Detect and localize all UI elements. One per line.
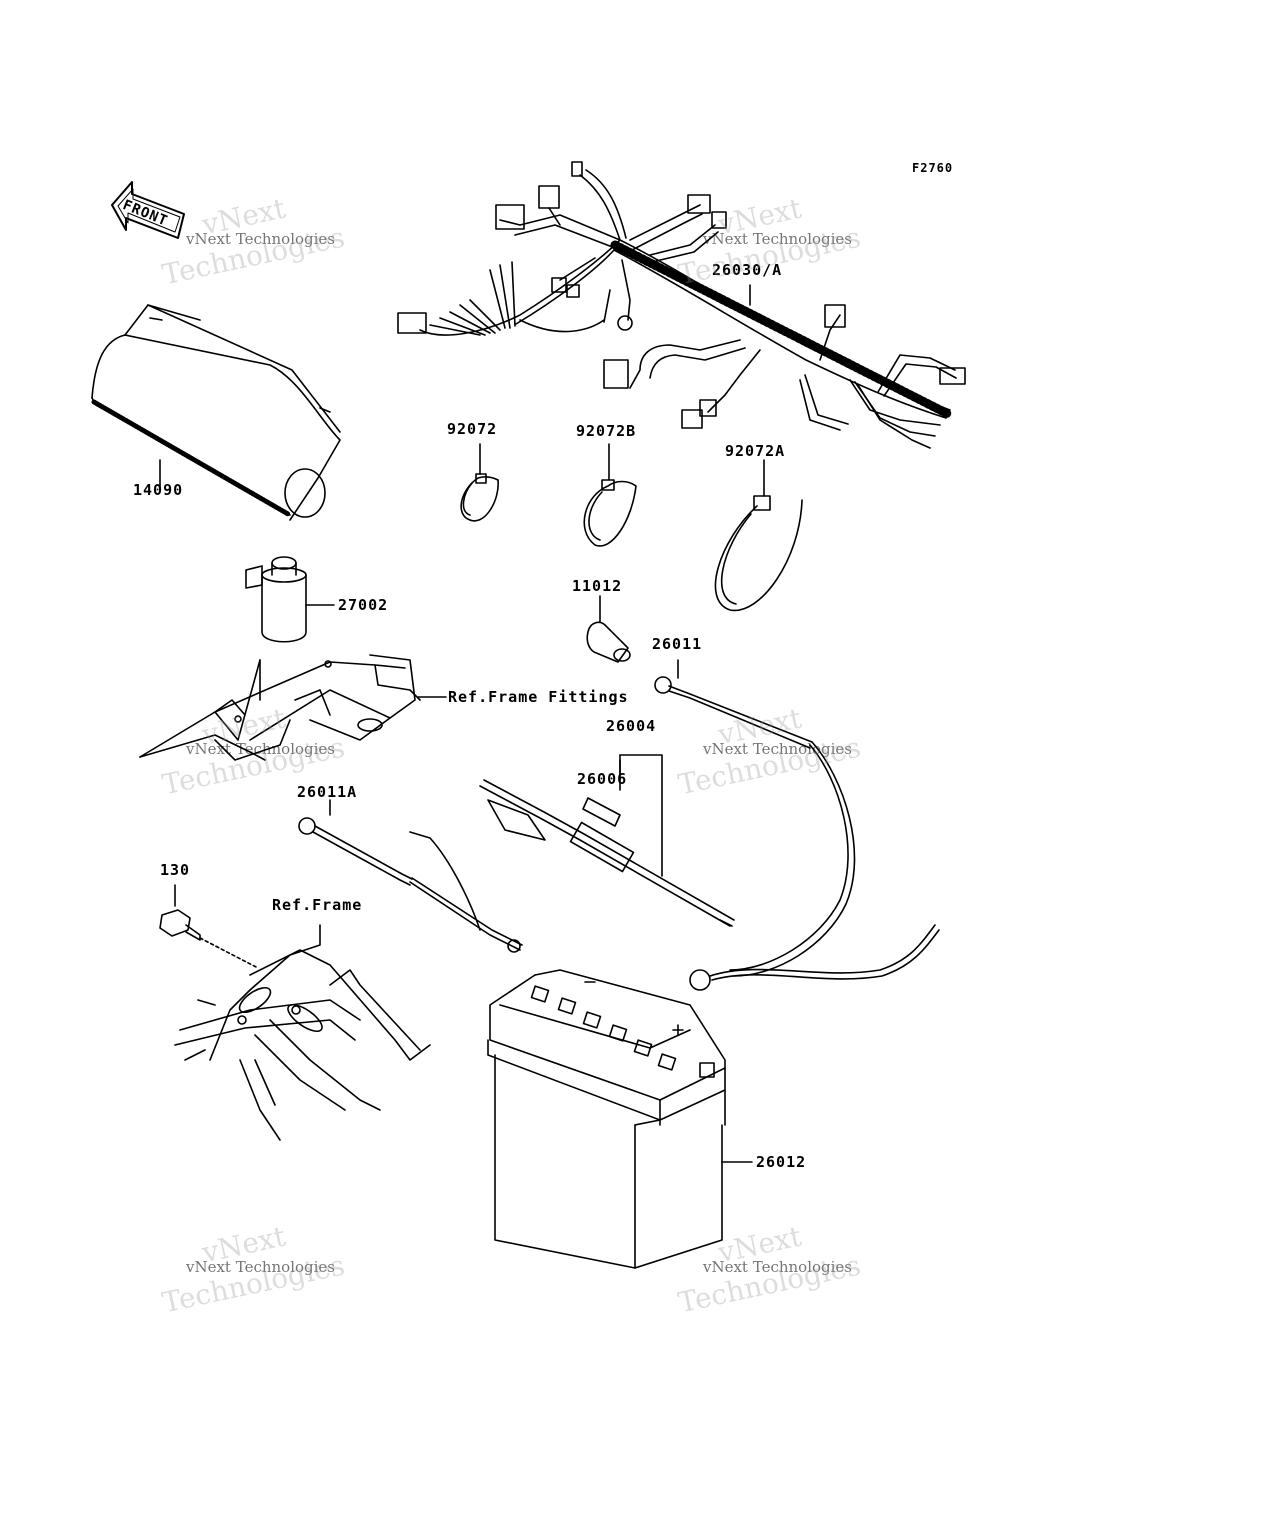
- part-label-14090: 14090: [133, 481, 184, 499]
- front-arrow-icon: [111, 181, 185, 239]
- part-label-11012: 11012: [572, 577, 623, 595]
- part-label-26004: 26004: [606, 717, 657, 735]
- fuse-holder-26004: [479, 754, 735, 927]
- part-label-92072: 92072: [447, 420, 498, 438]
- part-label-26011: 26011: [652, 635, 703, 653]
- ref-frame-fittings-label: Ref.Frame Fittings: [448, 688, 629, 706]
- band-92072B: [583, 443, 637, 547]
- battery-26012: [487, 969, 753, 1269]
- cable-26011: [654, 659, 940, 991]
- watermark-line: vNext Technologies: [703, 740, 853, 758]
- cap-11012: [586, 595, 631, 663]
- watermark-line: vNext Technologies: [703, 230, 853, 248]
- watermark-line: vNext Technologies: [186, 740, 336, 758]
- frame-fittings-bracket: [139, 654, 447, 761]
- part-label-26006: 26006: [577, 770, 628, 788]
- cable-26011A: [298, 799, 523, 953]
- cover-14090: [91, 304, 341, 521]
- part-label-26012: 26012: [756, 1153, 807, 1171]
- watermark-line: vNext Technologies: [703, 1258, 853, 1276]
- wiring-harness-26030A: [397, 161, 966, 449]
- watermark-line: vNext Technologies: [186, 1258, 336, 1276]
- part-label-26011A: 26011A: [297, 783, 358, 801]
- part-label-27002: 27002: [338, 596, 389, 614]
- part-label-130: 130: [160, 861, 191, 879]
- frame-structure: [174, 924, 431, 1141]
- relay-27002: [245, 556, 335, 643]
- part-label-92072B: 92072B: [576, 422, 637, 440]
- ref-frame-label: Ref.Frame: [272, 896, 363, 914]
- band-92072A: [714, 459, 803, 612]
- figure-code: F2760: [912, 161, 954, 175]
- part-label-26030A: 26030/A: [712, 261, 783, 279]
- band-92072: [460, 443, 499, 522]
- part-label-92072A: 92072A: [725, 442, 786, 460]
- watermark-line: vNext Technologies: [186, 230, 336, 248]
- bolt-130: [159, 884, 259, 969]
